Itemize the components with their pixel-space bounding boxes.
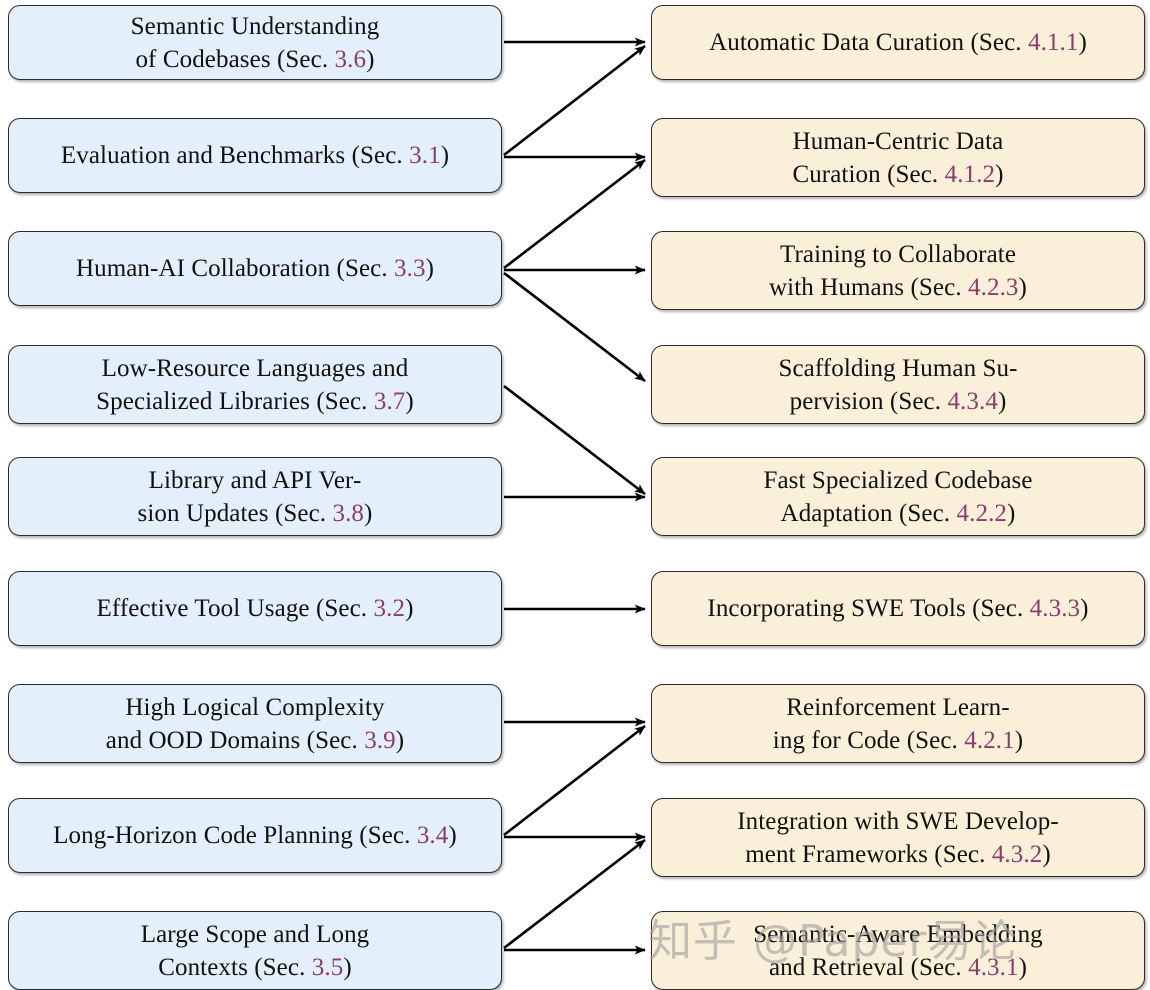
challenge-label: Evaluation and Benchmarks (Sec. 3.1) [60,142,450,169]
opportunity-label: Scaffolding Human Su-pervision (Sec. 4.3… [778,354,1018,415]
edge-human-ai-collab-to-scaffolding-human-supervision [503,271,646,383]
section-number: 3.9 [364,726,396,754]
section-number: 3.8 [332,499,365,527]
section-number: 3.6 [334,45,367,73]
opportunity-label: Automatic Data Curation (Sec. 4.1.1) [709,29,1087,56]
section-number: 3.2 [373,595,406,622]
opportunity-node-integration-with-swe-development-frameworks[interactable]: Integration with SWE Develop-ment Framew… [651,798,1145,877]
opportunity-node-scaffolding-human-supervision[interactable]: Scaffolding Human Su-pervision (Sec. 4.3… [651,345,1145,424]
opportunity-label: Incorporating SWE Tools (Sec. 4.3.3) [707,595,1089,622]
challenge-label: Library and API Ver-sion Updates (Sec. 3… [137,466,373,527]
section-number: 4.3.4 [947,387,998,415]
section-number: 4.2.1 [964,726,1015,754]
section-number: 4.3.1 [968,953,1019,981]
edge-large-scope-to-integration-swe-frameworks [503,838,646,950]
opportunity-label: Integration with SWE Develop-ment Framew… [737,807,1059,868]
section-number: 3.7 [373,387,406,415]
section-number: 4.2.3 [968,273,1019,301]
section-number: 4.3.3 [1029,595,1081,622]
challenge-node-evaluation-and-benchmarks[interactable]: Evaluation and Benchmarks (Sec. 3.1) [8,118,502,193]
challenge-label: Effective Tool Usage (Sec. 3.2) [96,595,414,622]
section-number: 4.1.1 [1027,29,1079,56]
edge-long-horizon-planning-to-rl-for-code [503,724,646,837]
challenge-node-library-and-api-version-updates[interactable]: Library and API Ver-sion Updates (Sec. 3… [8,457,502,536]
challenge-label: Human-AI Collaboration (Sec. 3.3) [75,255,435,282]
section-number: 3.1 [409,142,441,169]
challenge-node-long-horizon-code-planning[interactable]: Long-Horizon Code Planning (Sec. 3.4) [8,798,502,873]
challenge-node-human-ai-collaboration[interactable]: Human-AI Collaboration (Sec. 3.3) [8,231,502,306]
section-number: 3.3 [394,255,426,282]
opportunity-node-automatic-data-curation[interactable]: Automatic Data Curation (Sec. 4.1.1) [651,5,1145,80]
edge-evaluation-to-automatic-data-curation [503,44,646,157]
opportunity-label: Reinforcement Learn-ing for Code (Sec. 4… [772,693,1024,754]
opportunity-node-reinforcement-learning-for-code[interactable]: Reinforcement Learn-ing for Code (Sec. 4… [651,684,1145,763]
edge-human-ai-collab-to-human-centric-data-curation [503,158,646,270]
section-number: 4.2.2 [956,499,1008,527]
section-number: 3.5 [311,953,344,981]
section-number: 3.4 [416,822,449,849]
section-number: 4.3.2 [991,840,1043,868]
edge-low-resource-languages-to-fast-specialized-adaptation [503,384,646,496]
section-number: 4.1.2 [944,160,996,188]
challenge-label: Long-Horizon Code Planning (Sec. 3.4) [53,822,457,849]
opportunity-node-incorporating-swe-tools[interactable]: Incorporating SWE Tools (Sec. 4.3.3) [651,571,1145,646]
challenge-node-effective-tool-usage[interactable]: Effective Tool Usage (Sec. 3.2) [8,571,502,646]
